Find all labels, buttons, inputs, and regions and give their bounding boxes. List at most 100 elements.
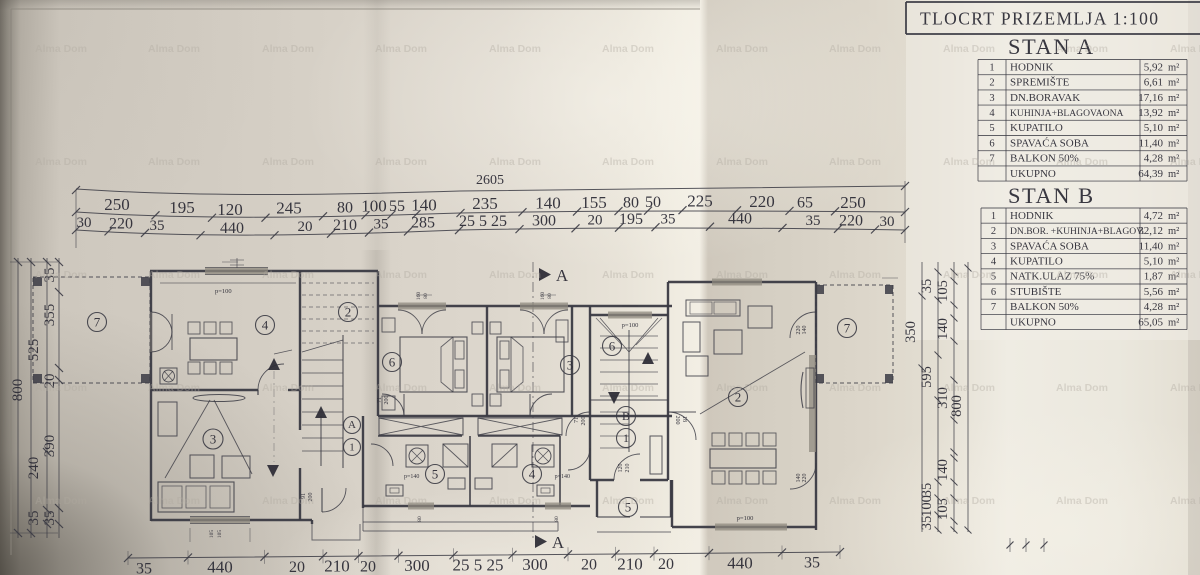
svg-text:Alma Dom: Alma Dom [1056,382,1108,394]
svg-text:SPREMIŠTE: SPREMIŠTE [1010,77,1070,89]
svg-text:35: 35 [804,555,820,572]
svg-text:B: B [622,409,630,423]
svg-text:STAN B: STAN B [1008,183,1095,208]
svg-text:300: 300 [532,212,556,229]
svg-text:91: 91 [301,493,307,499]
svg-text:800: 800 [10,379,26,402]
svg-text:Alma Dom: Alma Dom [375,269,427,281]
svg-text:20: 20 [658,556,674,573]
svg-text:35: 35 [42,268,58,283]
svg-text:1,87: 1,87 [1144,271,1164,283]
svg-text:195: 195 [619,211,643,228]
svg-text:2: 2 [345,304,352,319]
svg-text:3: 3 [567,357,574,372]
svg-text:2: 2 [991,226,996,237]
svg-text:4: 4 [991,257,997,268]
svg-text:m²: m² [1168,287,1179,298]
svg-text:m²: m² [1168,169,1179,180]
svg-text:p=100: p=100 [215,288,232,295]
svg-text:Alma Dom: Alma Dom [35,382,87,394]
svg-text:Alma Dom: Alma Dom [489,495,541,507]
svg-text:Alma Dom: Alma Dom [1170,43,1200,55]
svg-text:p=140: p=140 [555,474,570,480]
svg-text:m²: m² [1168,272,1179,283]
svg-text:7: 7 [989,154,994,165]
svg-text:UKUPNO: UKUPNO [1010,316,1056,328]
svg-text:HODNIK: HODNIK [1010,210,1053,222]
svg-text:220: 220 [839,213,863,230]
svg-text:80: 80 [337,199,353,216]
svg-text:5,56: 5,56 [1144,286,1164,298]
svg-text:440: 440 [727,553,753,572]
svg-text:Alma Dom: Alma Dom [602,382,654,394]
svg-text:Alma Dom: Alma Dom [375,156,427,168]
svg-text:4,72: 4,72 [1144,210,1163,222]
svg-text:80: 80 [554,516,560,522]
svg-text:5: 5 [991,272,996,283]
svg-text:25 5 25: 25 5 25 [459,213,507,230]
svg-text:80: 80 [423,293,429,299]
svg-text:Alma Dom: Alma Dom [943,269,995,281]
svg-text:6: 6 [989,138,994,149]
svg-text:1: 1 [623,431,629,445]
svg-text:Alma Dom: Alma Dom [35,269,87,281]
svg-text:240: 240 [26,457,42,480]
svg-text:3: 3 [991,241,996,252]
svg-text:195: 195 [169,198,195,217]
svg-text:65: 65 [797,195,813,212]
svg-text:20: 20 [360,558,376,575]
svg-text:25 5 25: 25 5 25 [453,556,504,575]
svg-text:4,28: 4,28 [1144,301,1164,313]
svg-text:m²: m² [1168,93,1179,104]
svg-text:Alma Dom: Alma Dom [489,269,541,281]
svg-text:Alma Dom: Alma Dom [375,495,427,507]
svg-text:35: 35 [661,211,676,227]
svg-text:m²: m² [1168,257,1179,268]
svg-text:STAN A: STAN A [1008,34,1095,59]
svg-text:200: 200 [674,416,680,425]
svg-text:3: 3 [210,431,217,446]
svg-text:5: 5 [625,499,632,514]
svg-text:Alma Dom: Alma Dom [489,382,541,394]
svg-text:Alma Dom: Alma Dom [1170,156,1200,168]
svg-text:m²: m² [1168,226,1179,237]
svg-text:71: 71 [574,417,580,423]
svg-text:120: 120 [217,200,243,219]
svg-text:220: 220 [109,215,133,232]
svg-text:1: 1 [991,211,996,222]
svg-text:m²: m² [1168,138,1179,149]
svg-text:A: A [556,266,569,285]
svg-text:4: 4 [262,317,269,332]
svg-text:800: 800 [949,395,965,417]
svg-text:SPAVAĆA SOBA: SPAVAĆA SOBA [1010,240,1089,252]
svg-text:Alma Dom: Alma Dom [1056,43,1108,55]
svg-text:80: 80 [417,516,423,522]
svg-text:35: 35 [374,217,389,233]
svg-text:p=100: p=100 [737,515,754,522]
svg-text:140: 140 [535,193,561,212]
svg-text:Alma Dom: Alma Dom [489,43,541,55]
svg-text:71: 71 [377,397,383,403]
svg-text:Alma Dom: Alma Dom [716,382,768,394]
svg-text:3: 3 [989,93,994,104]
svg-text:105: 105 [935,280,951,302]
svg-text:NATK.ULAZ 75%: NATK.ULAZ 75% [1010,271,1094,283]
svg-text:105: 105 [217,530,223,539]
svg-text:30: 30 [77,215,92,231]
svg-text:220: 220 [796,326,802,335]
svg-text:140: 140 [802,326,808,335]
svg-text:Alma Dom: Alma Dom [35,156,87,168]
svg-text:35: 35 [919,279,935,294]
svg-text:p=140: p=140 [404,474,419,480]
svg-text:Alma Dom: Alma Dom [375,43,427,55]
svg-text:210: 210 [333,217,357,234]
svg-text:Alma Dom: Alma Dom [375,382,427,394]
svg-text:225: 225 [687,192,713,211]
svg-text:250: 250 [104,195,130,214]
svg-text:210: 210 [625,464,631,473]
svg-text:5,92: 5,92 [1144,61,1163,73]
svg-text:KUPATILO: KUPATILO [1010,122,1063,134]
svg-text:6: 6 [389,354,396,369]
svg-text:20: 20 [588,213,603,229]
svg-text:35: 35 [136,560,152,575]
